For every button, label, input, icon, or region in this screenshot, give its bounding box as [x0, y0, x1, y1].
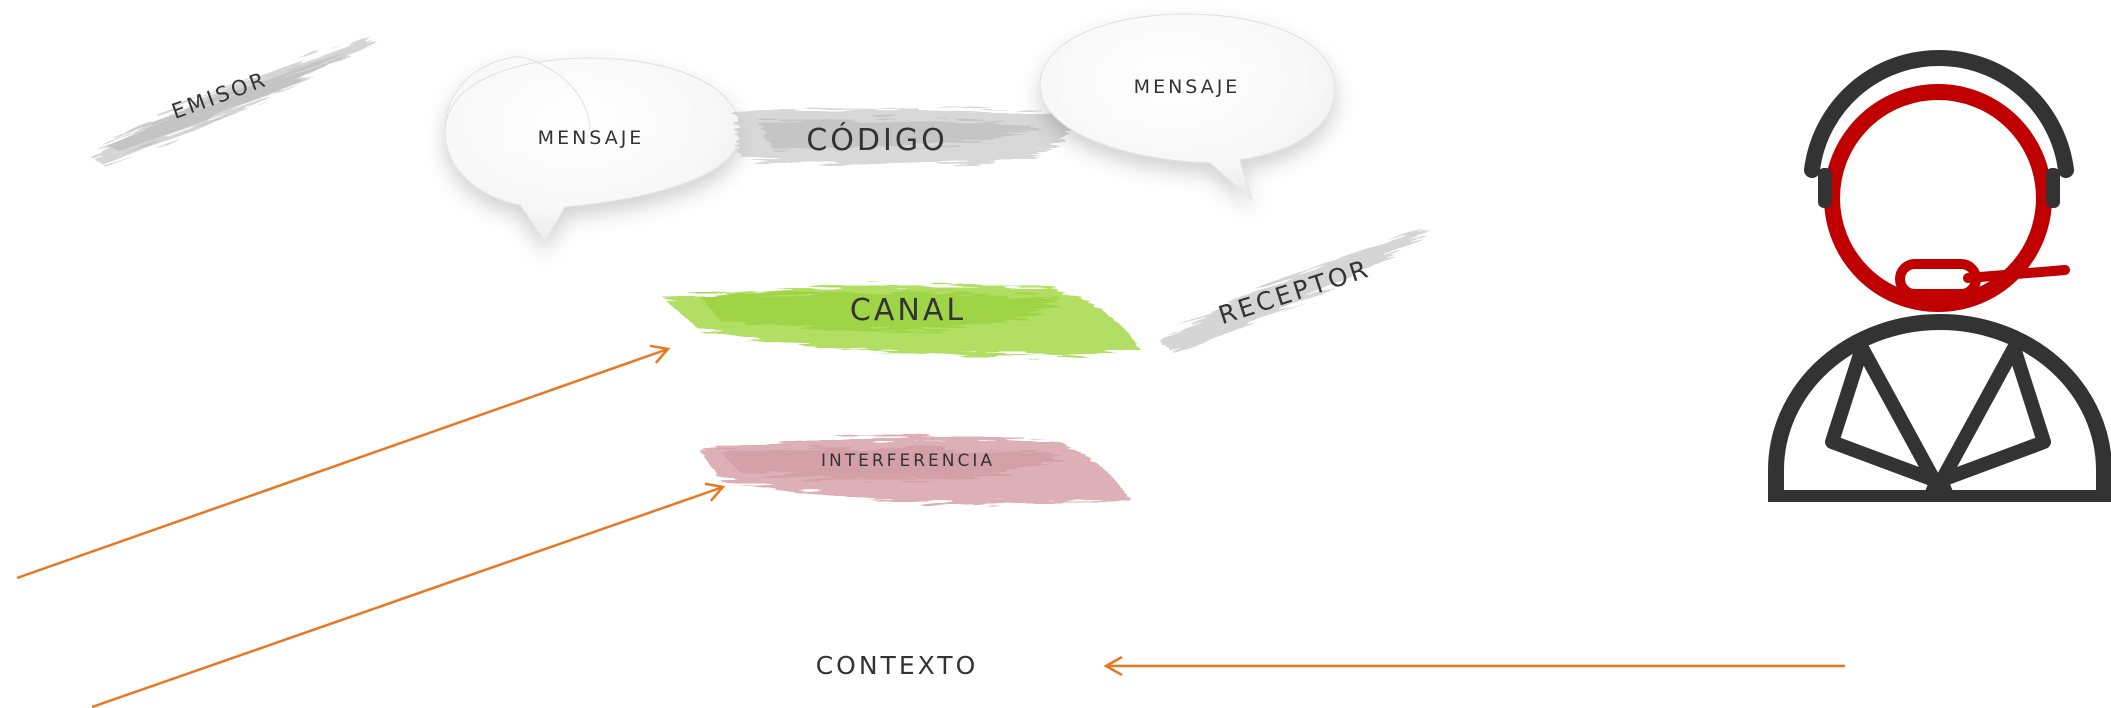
mensaje-right-label: MENSAJE	[1134, 76, 1241, 98]
codigo-label: CÓDIGO	[806, 121, 947, 158]
canal-brush	[665, 285, 1140, 356]
call-center-agent-icon	[1768, 49, 2111, 502]
mensaje-bubble-right	[1039, 13, 1336, 202]
contexto-label: CONTEXTO	[816, 651, 979, 680]
arrow-to-canal	[16, 344, 671, 580]
receptor-label: RECEPTOR	[1159, 228, 1429, 354]
emisor-label: EMISOR	[89, 37, 377, 167]
mensaje-bubble-left	[444, 56, 741, 243]
arrow-to-interferencia	[91, 482, 726, 708]
mensaje-left-label: MENSAJE	[538, 127, 645, 149]
svg-text:RECEPTOR: RECEPTOR	[1215, 254, 1374, 330]
codigo-brush	[735, 109, 1070, 165]
interferencia-brush	[700, 437, 1130, 504]
canal-label: CANAL	[850, 293, 966, 328]
interferencia-label: INTERFERENCIA	[821, 451, 995, 471]
